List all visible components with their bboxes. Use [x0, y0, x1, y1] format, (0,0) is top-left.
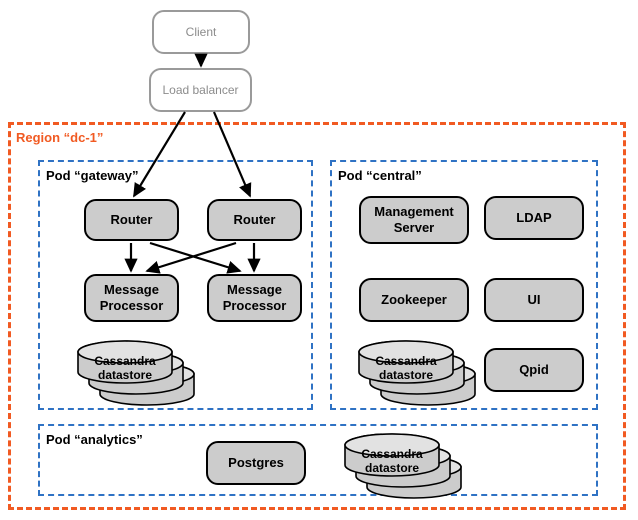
node-label: Message Processor: [99, 282, 164, 313]
node-router-1[interactable]: Router: [84, 199, 179, 241]
node-ui[interactable]: UI: [484, 278, 584, 322]
node-label: Message Processor: [222, 282, 287, 313]
node-label: Load balancer: [162, 82, 239, 97]
node-router-2[interactable]: Router: [207, 199, 302, 241]
node-message-processor-1[interactable]: Message Processor: [84, 274, 179, 322]
pod-central: [330, 160, 598, 410]
datastore-cassandra-analytics[interactable]: Cassandra datastore: [344, 433, 467, 506]
node-label: Client: [185, 24, 217, 39]
node-label: Zookeeper: [381, 292, 447, 308]
node-label: Management Server: [374, 204, 454, 235]
node-load-balancer[interactable]: Load balancer: [149, 68, 252, 112]
pod-label-analytics: Pod “analytics”: [46, 432, 143, 447]
node-label: UI: [527, 292, 541, 308]
node-management-server[interactable]: Management Server: [359, 196, 469, 244]
node-label: Router: [110, 212, 153, 228]
node-label: Qpid: [519, 362, 549, 378]
node-label: LDAP: [516, 210, 552, 226]
pod-label-gateway: Pod “gateway”: [46, 168, 139, 183]
node-client[interactable]: Client: [152, 10, 250, 54]
node-label: Router: [233, 212, 276, 228]
datastore-cassandra-gateway[interactable]: Cassandra datastore: [77, 340, 200, 413]
node-message-processor-2[interactable]: Message Processor: [207, 274, 302, 322]
region-label: Region “dc-1”: [16, 130, 104, 145]
datastore-cassandra-central[interactable]: Cassandra datastore: [358, 340, 481, 413]
region-dc-1: [8, 122, 626, 510]
node-postgres[interactable]: Postgres: [206, 441, 306, 485]
node-label: Postgres: [228, 455, 284, 471]
node-zookeeper[interactable]: Zookeeper: [359, 278, 469, 322]
node-qpid[interactable]: Qpid: [484, 348, 584, 392]
pod-label-central: Pod “central”: [338, 168, 422, 183]
node-ldap[interactable]: LDAP: [484, 196, 584, 240]
pod-analytics: [38, 424, 598, 496]
